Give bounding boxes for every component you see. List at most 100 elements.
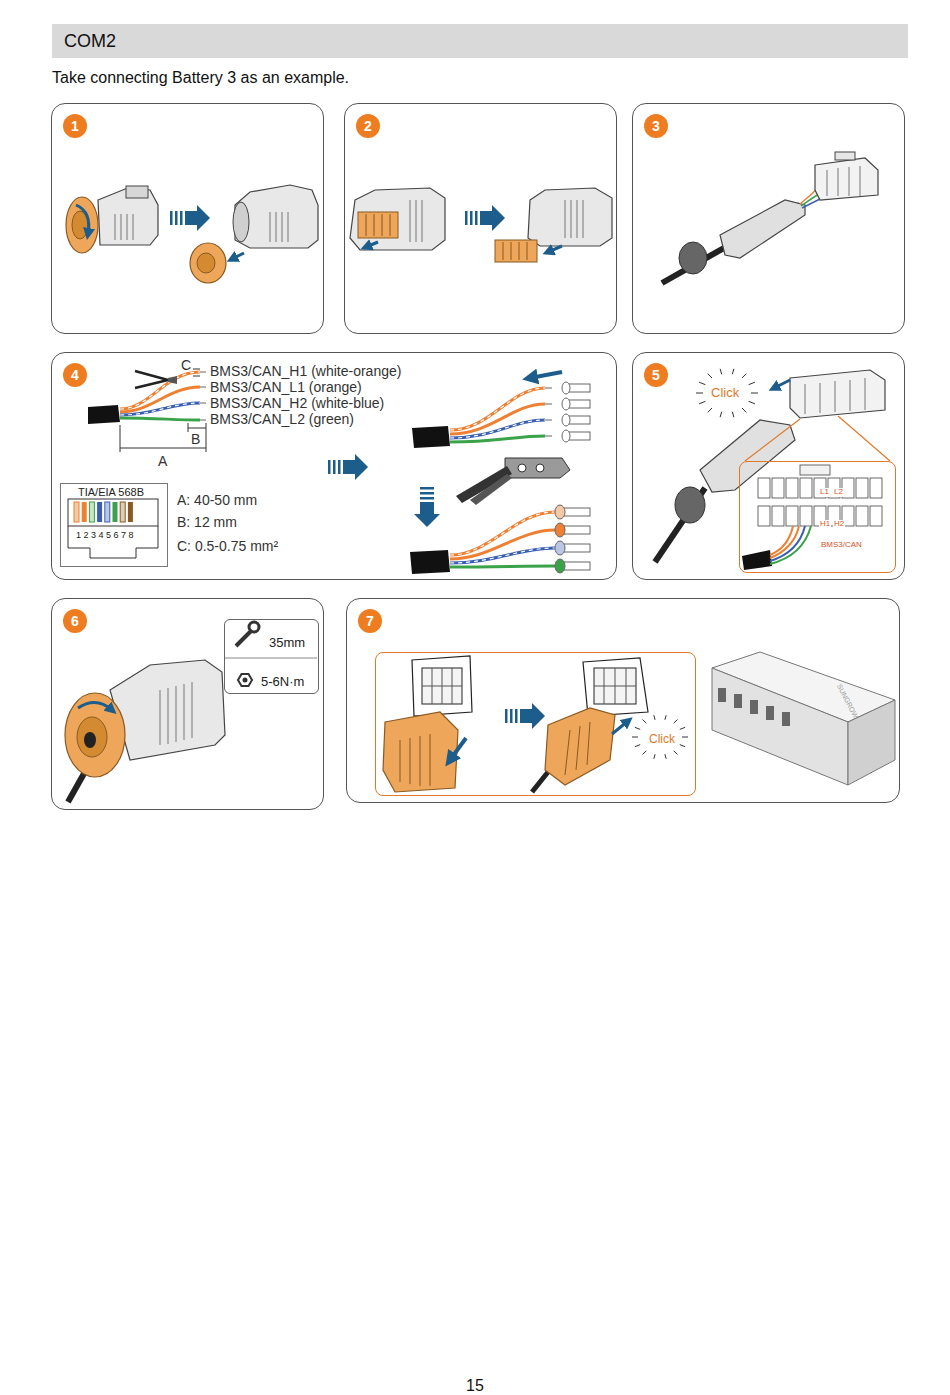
terminal-insertion (655, 370, 890, 570)
wire-stripping-part (200, 402, 206, 404)
click-burst-part (680, 745, 685, 747)
wire-stripping-part (200, 386, 206, 388)
terminal-removal-part (583, 200, 584, 238)
wire-stripping-part (470, 474, 512, 505)
connector-mating-part (420, 736, 421, 786)
wire-stripping-part (450, 388, 545, 430)
wire-stripping-part (536, 464, 544, 472)
rj45-jack-part (89, 502, 94, 522)
wire-stripping-part (562, 430, 570, 442)
signal-name: BMS3/CAN_H1 (white-orange) (210, 363, 401, 379)
wire-stripping-part (545, 403, 552, 405)
connector-mating-part (450, 738, 466, 760)
click-burst-part (682, 737, 688, 738)
terminal-insertion-part (800, 465, 830, 475)
connector-disassembly-part (126, 186, 148, 198)
connector-mating-part (583, 658, 648, 716)
terminal-cells-part (870, 478, 882, 498)
connector-mating-part (750, 700, 758, 714)
step-panel: 5L1L2H1H2BMS3/CAN (632, 352, 905, 580)
terminal-insertion-part (820, 383, 821, 413)
terminal-cells (758, 478, 882, 526)
callout-number: 5 (644, 363, 668, 387)
connector-disassembly-part (270, 212, 271, 242)
callout-number: 2 (356, 114, 380, 138)
cable-threading-part (679, 242, 707, 274)
callout-number: 6 (63, 609, 87, 633)
tool-torque-box: 35mm5-6N·m (224, 619, 319, 694)
wire-stripping-part (562, 398, 570, 410)
nut-tightening-part (249, 622, 259, 632)
nut-tightening-part (78, 702, 112, 710)
connector-mating-part (712, 668, 848, 785)
connector-mating-part (410, 738, 411, 784)
connector-mating-part (422, 686, 462, 687)
nut-tightening-part (160, 690, 161, 745)
wire-stripping-part (200, 371, 206, 373)
connector-disassembly-part (98, 187, 158, 245)
connector-mating-part (594, 668, 636, 704)
pin-label: BMS3/CAN (820, 541, 863, 550)
step-panel: 2 (344, 103, 617, 334)
rj45-jack-part (105, 502, 110, 522)
wire-stripping-part (555, 559, 565, 573)
wire-stripping-part (555, 505, 565, 519)
terminal-cells-part (800, 506, 812, 526)
callout-number: 1 (63, 114, 87, 138)
terminal-insertion-part (790, 370, 885, 418)
click-burst-part (742, 408, 746, 412)
rj45-jack-part (82, 502, 87, 522)
terminal-removal-part (527, 242, 528, 260)
connector-mating-part (718, 688, 726, 702)
step-panel: 1 (51, 103, 324, 334)
terminal-removal-part (422, 200, 423, 242)
rj45-jack (68, 499, 158, 558)
terminal-removal-part (366, 214, 367, 236)
terminal-detail-inset: L1L2H1H2BMS3/CAN (739, 461, 896, 573)
connector-disassembly-part (282, 212, 283, 242)
click-burst-part (699, 401, 705, 404)
click-label: Click (649, 733, 675, 747)
nut-tightening-part (238, 674, 252, 686)
nut-tightening-part (224, 658, 317, 659)
connector-mating-part (576, 726, 580, 770)
terminal-removal-part (350, 188, 445, 250)
wire-stripping-part (193, 369, 200, 370)
terminal-removal-part (390, 214, 391, 236)
terminal-insertion-part (770, 526, 805, 561)
wire-stripping-part (562, 414, 570, 426)
dimension-letter: B (191, 431, 200, 447)
nut-tightening-part (176, 686, 177, 742)
wire-stripping-part (450, 436, 545, 442)
terminal-removal-part (382, 214, 383, 236)
wire-stripping-part (545, 435, 552, 437)
wire-stripping-part (120, 418, 200, 420)
signal-name: BMS3/CAN_L2 (green) (210, 411, 354, 427)
connector-mating-part (422, 668, 462, 704)
click-burst-part (720, 369, 722, 375)
click-label: Click (711, 386, 739, 401)
terminal-cells-part (772, 478, 784, 498)
dimension-value: C: 0.5-0.75 mm² (177, 538, 278, 554)
wire-stripping-part (200, 419, 206, 421)
terminal-insertion-part (805, 384, 806, 414)
nut-tightening-part (110, 660, 225, 760)
pin-label: L1 (819, 488, 830, 497)
terminal-insertion-part (865, 378, 866, 410)
click-burst-part (749, 401, 755, 404)
click-burst-part (751, 393, 758, 394)
dimension-value: A: 40-50 mm (177, 492, 257, 508)
connector-mating-part (430, 734, 431, 786)
dimension-letter: C (181, 357, 191, 373)
callout-number: 7 (358, 609, 382, 633)
connection-detail-inset: Click (375, 652, 696, 796)
terminal-insertion-part (774, 380, 790, 388)
terminal-removal-part (495, 240, 537, 262)
terminal-insertion-part (742, 550, 772, 570)
brand-logo: SUNGROW (835, 683, 860, 720)
terminal-cells-part (856, 506, 868, 526)
wire-stripping-part (188, 428, 206, 429)
terminal-removal-part (374, 214, 375, 236)
cable-threading-part (815, 158, 878, 200)
wire-stripping-part (450, 548, 555, 563)
